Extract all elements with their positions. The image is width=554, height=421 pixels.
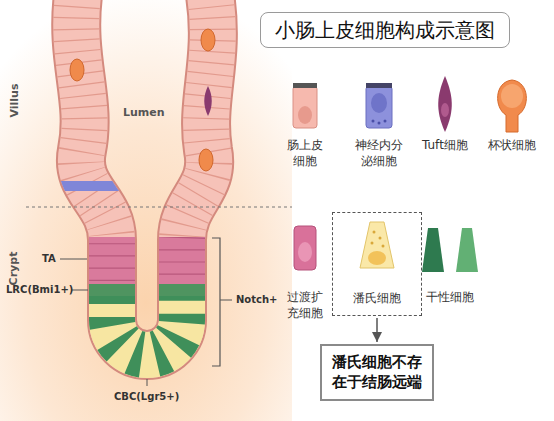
dashed-cell-box: 潘氏细胞 [332,212,422,316]
goblet-icon [498,80,527,132]
node-text: 潘氏细胞 [353,290,401,307]
enterocyte-icon [293,83,317,128]
leader-line [72,290,88,291]
goblet-cell [70,59,84,81]
enteroendocrine-cell [76,181,120,191]
zone-label: Notch+ [236,294,277,305]
goblet-cell [201,29,215,51]
tuft-cell [204,86,212,116]
ta-cell-icon [294,226,316,270]
cell-borders [76,0,213,355]
ta-zone [76,237,213,284]
villus-crypt-divider [26,207,292,208]
leader-line [60,259,87,260]
region-label: Crypt [7,252,20,286]
lrc-band [76,284,213,296]
cell-name: 杯状细胞 [488,138,536,154]
enteroendocrine-icon [366,83,392,128]
goblet-cell [199,149,213,171]
epithelium [76,0,213,355]
cell-name: 神经内分泌细胞 [355,138,403,169]
ta-cell-borders [76,237,213,284]
leader-line [147,379,148,386]
cell-name: 肠上皮细胞 [287,138,323,169]
zone-label: TA [42,253,56,264]
node-text: 潘氏细胞不存在于结肠远端 [332,352,422,393]
cbc-cells [76,296,213,355]
tuft-icon [438,76,452,132]
lumen-label: Lumen [123,106,165,119]
notch-bracket [212,238,232,366]
cell-name: 干性细胞 [426,290,474,306]
stem-cell-icon [422,228,478,272]
note-box: 潘氏细胞不存在于结肠远端 [320,344,434,401]
region-label: Villus [8,83,21,117]
zone-label: CBC(Lgr5+) [114,391,179,402]
cell-name: Tuft细胞 [422,138,468,154]
zone-label: LRC(Bmi1+) [6,284,73,295]
paneth-zone [76,296,213,355]
cell-name: 过渡扩充细胞 [287,290,323,321]
epithelium-outline [76,0,213,355]
paneth-icon [360,222,394,268]
title-box: 小肠上皮细胞构成示意图 [260,12,510,48]
connector-arrow [376,318,378,342]
